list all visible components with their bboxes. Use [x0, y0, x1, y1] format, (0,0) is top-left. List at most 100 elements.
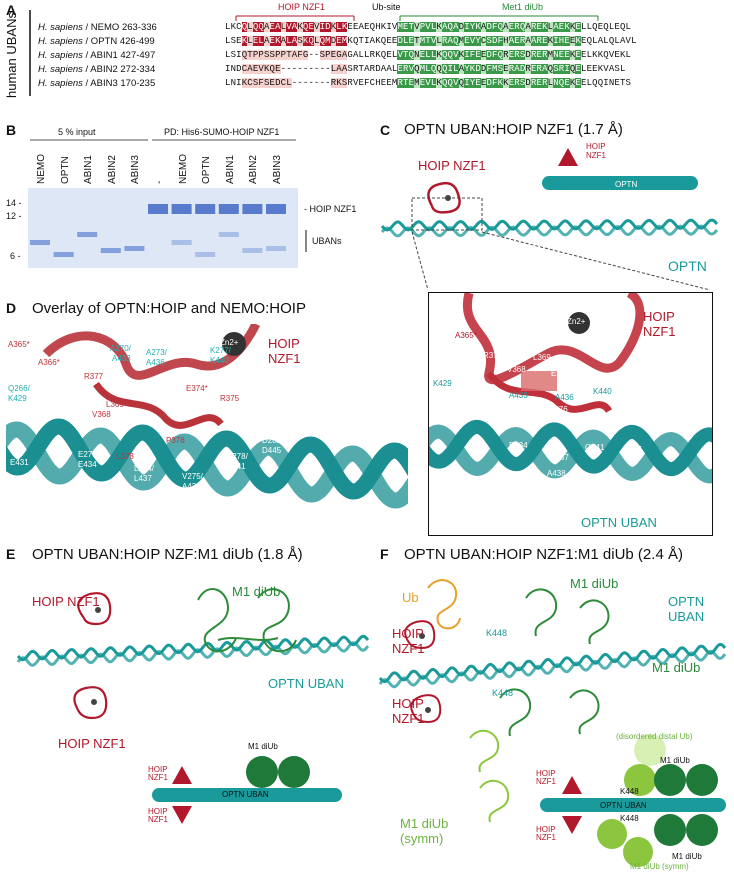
panel-d-residue-label: D445 [262, 446, 282, 455]
panel-c-residue-label: L369 [533, 353, 551, 362]
panel-f-schematic-triangle-up [562, 776, 582, 794]
panel-c-inset-hoip: HOIP NZF1 [643, 309, 676, 339]
panel-f-schematic-ub-b [686, 764, 718, 796]
panel-d-residue-label: R375 [220, 394, 240, 403]
panel-b-lane-4: ABIN3 [130, 155, 142, 184]
panel-f-ub-ribbon [427, 579, 461, 630]
panel-f-title: OPTN UBAN:HOIP NZF1:M1 diUb (2.4 Å) [404, 546, 683, 563]
panel-d-residue-label: A366* [38, 358, 60, 367]
panel-c-residue-label: K440 [593, 387, 612, 396]
panel-f-k448-bottom: K448 [492, 688, 514, 698]
helix-ribbon [429, 424, 712, 484]
panel-a-row-sequence: LSIQTPPSSPPTAFG--SPEGAGALLRKQELVTQNELLKQ… [225, 50, 632, 60]
panel-a-row-species: H. sapiens [38, 50, 83, 61]
panel-b-lane-0: NEMO [36, 154, 47, 184]
panel-e-schematic-ub2 [278, 756, 310, 788]
panel-b-uban-band [266, 246, 286, 251]
panel-f-optn-l1: OPTN [668, 594, 705, 609]
panel-f-schematic-m1-bottom: M1 diUb [672, 852, 702, 861]
panel-d-residue-label: Q278/ [226, 452, 248, 461]
panel-c-inset-hoip-l1: HOIP [643, 309, 675, 324]
panel-f-hoip-bottom: HOIP NZF1 [392, 696, 425, 726]
panel-d-residue-label: K277/ [210, 346, 231, 355]
panel-f-schematic-optn-bar [540, 798, 726, 812]
panel-b-gel [28, 188, 298, 268]
panel-e-diub-ribbon [197, 588, 297, 653]
panel-e-hoip-bottom-ribbon [73, 686, 108, 720]
panel-c-residue-label: E374* [551, 369, 573, 378]
panel-c-residue-label: E431 [451, 483, 470, 492]
panel-d-hoip-l1: HOIP [268, 336, 300, 351]
panel-c-inset-hoip-l2: NZF1 [643, 324, 676, 339]
panel-a-row-sequence: LSEKLELAEKALASKQLQMDEMKQTIAKQEEDLETMTVLR… [225, 36, 637, 46]
panel-e-schematic-hoip-top-l2: NZF1 [148, 773, 168, 782]
panel-e-schematic-triangle-up [172, 766, 192, 784]
panel-b-uban-band [171, 240, 192, 245]
panel-d-residue-label: E374* [186, 384, 208, 393]
panel-b-uban-band [124, 246, 145, 251]
panel-f-diub-symm-ribbon [469, 729, 510, 823]
panel-f-k448-top: K448 [486, 628, 508, 638]
panel-d-residue-label: Q441 [226, 462, 246, 471]
panel-b-lane-8: ABIN1 [224, 155, 236, 184]
panel-f-m1-symm-l2: (symm) [400, 831, 444, 846]
panel-a-header-hoip: HOIP NZF1 [278, 2, 325, 12]
panel-f-schematic-ub-d [686, 814, 718, 846]
panel-a-side-bracket [29, 10, 31, 96]
panel-f-schematic-k448-bottom: K448 [620, 814, 639, 823]
panel-b-hoip-band [195, 204, 216, 214]
panel-e-schematic [152, 756, 342, 824]
panel-c-residue-label: A438 [547, 469, 566, 478]
panel-b-input-header: 5 % input [58, 127, 96, 137]
panel-c-letter: C [380, 122, 391, 138]
panel-f-m1-top: M1 diUb [570, 576, 619, 591]
panel-b-hoip-band [218, 204, 239, 214]
panel-d-letter: D [6, 300, 17, 316]
panel-d-residue-label: A438 [182, 482, 201, 491]
panel-a-row-label: H. sapiens / ABIN2 272-334 [38, 64, 155, 75]
panel-f-diub-ribbon [499, 588, 610, 737]
panel-f-m1-symm-l1: M1 diUb [400, 816, 449, 831]
panel-f-schematic-k448-top: K448 [620, 787, 639, 796]
panel-f-optn-l2: UBAN [668, 609, 705, 624]
panel-a-header-lines [235, 15, 599, 21]
panel-b-uban-band [195, 252, 216, 257]
panel-d-title: Overlay of OPTN:HOIP and NEMO:HOIP [32, 300, 306, 317]
panel-b-lane-6: NEMO [177, 154, 189, 184]
panel-d-residue-label: A273/ [146, 348, 167, 357]
panel-f-schematic-hoip-bottom-l2: NZF1 [536, 833, 556, 842]
panel-a-row-range: / ABIN2 272-334 [82, 64, 156, 75]
panel-d-residue-label: L437 [134, 474, 152, 483]
panel-d-residue-label: L274/ [134, 464, 155, 473]
panel-c-residue-label: A436 [555, 393, 574, 402]
panel-d-residue-label: V368 [92, 410, 111, 419]
panel-c-residue-label: R377 [483, 351, 503, 360]
panel-c-schematic [542, 148, 698, 190]
panel-b-uban-band [53, 252, 74, 257]
panel-a-row-species: H. sapiens [38, 64, 83, 75]
panel-a-row-label: H. sapiens / ABIN1 427-497 [38, 50, 155, 61]
panel-f-schematic-hoip-top-l1: HOIP [536, 769, 556, 778]
panel-e-m1-label: M1 diUb [232, 584, 281, 599]
panel-b-lane-9: ABIN2 [248, 155, 260, 184]
panel-c-optn-bar [542, 176, 698, 190]
panel-f-hoip-bottom-l1: HOIP [392, 696, 424, 711]
panel-c-zoom-lines [411, 231, 711, 291]
panel-c-residue-label: L437 [551, 453, 569, 462]
panel-c-inset-art [429, 293, 712, 484]
panel-f-schematic-hoip-bottom-l1: HOIP [536, 825, 556, 834]
panel-c-residue-label: R375 [607, 373, 627, 382]
panel-d-residue-label: V275/ [182, 472, 203, 481]
panel-c-title: OPTN UBAN:HOIP NZF1 (1.7 Å) [404, 121, 623, 138]
panel-a-row-species: H. sapiens [38, 22, 83, 33]
panel-b-header-lines [30, 139, 296, 141]
helix-ribbon [378, 649, 727, 689]
panel-f-m1-symm: M1 diUb (symm) [400, 816, 448, 846]
panel-b-uban-band [100, 248, 121, 253]
panel-a-row-label: H. sapiens / NEMO 263-336 [38, 22, 157, 33]
helix-ribbon [16, 634, 370, 662]
panel-d-residue-label: Q266/ [8, 384, 30, 393]
panel-c-residue-label: Q441 [585, 443, 605, 452]
panel-a-row-range: / NEMO 263-336 [82, 22, 157, 33]
